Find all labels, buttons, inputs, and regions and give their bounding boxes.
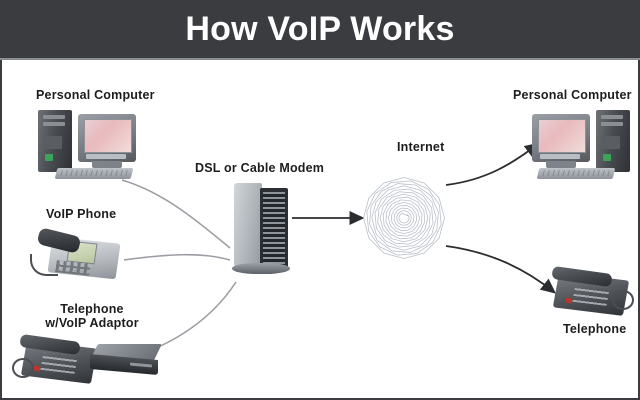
voip-adaptor-icon [90, 344, 162, 378]
front-panel [44, 136, 62, 149]
telephone-message-button [34, 365, 40, 372]
connection-pc-left-to-modem [121, 179, 231, 249]
drive-bay [43, 115, 65, 119]
drive-bay [43, 122, 65, 126]
monitor-controls [86, 154, 126, 159]
label-telephone-adaptor-line1: Telephone [60, 302, 124, 316]
modem-vents [263, 192, 285, 264]
telephone-cord [12, 358, 34, 378]
drive-bay [601, 115, 623, 119]
power-led-icon [603, 154, 611, 161]
monitor-stand [92, 161, 122, 168]
label-telephone-adaptor: Telephone w/VoIP Adaptor [32, 302, 152, 330]
title-bar: How VoIP Works [0, 0, 640, 60]
crt-monitor [532, 114, 590, 162]
desktop-computer-icon-right [520, 108, 630, 180]
monitor-stand [546, 161, 576, 168]
page-title: How VoIP Works [185, 10, 455, 48]
label-pc-right: Personal Computer [513, 88, 632, 102]
connection-voip-phone-to-modem [123, 253, 231, 261]
desktop-computer-icon-left [38, 108, 148, 180]
label-modem: DSL or Cable Modem [195, 161, 325, 175]
telephone-cord [612, 290, 634, 310]
drive-bay [601, 122, 623, 126]
label-internet: Internet [397, 140, 445, 154]
power-led-icon [45, 154, 53, 161]
crt-monitor [78, 114, 136, 162]
connection-internet-to-pc-right [445, 142, 540, 186]
monitor-screen [538, 119, 586, 153]
computer-tower [596, 110, 630, 172]
modem-base [232, 263, 290, 274]
voip-phone-icon [30, 226, 122, 284]
computer-tower [38, 110, 72, 172]
keyboard-icon [536, 168, 616, 179]
monitor-screen [84, 119, 132, 153]
phone-cord [30, 254, 58, 276]
telephone-icon-left [12, 333, 104, 388]
label-voip-phone: VoIP Phone [46, 207, 117, 221]
modem-icon [230, 183, 298, 283]
diagram-canvas: Personal Computer VoIP Phone [2, 60, 638, 398]
label-pc-left: Personal Computer [36, 88, 155, 102]
label-telephone-adaptor-line2: w/VoIP Adaptor [45, 316, 139, 330]
front-panel [602, 136, 620, 149]
modem-left-face [234, 183, 262, 267]
modem-vent-face [260, 188, 288, 268]
internet-cloud-icon [363, 177, 445, 259]
telephone-message-button [566, 297, 572, 304]
keyboard-icon [54, 168, 134, 179]
label-telephone-right: Telephone [563, 322, 627, 336]
telephone-icon-right [550, 265, 636, 320]
monitor-controls [540, 154, 580, 159]
connection-internet-to-telephone [445, 245, 556, 294]
